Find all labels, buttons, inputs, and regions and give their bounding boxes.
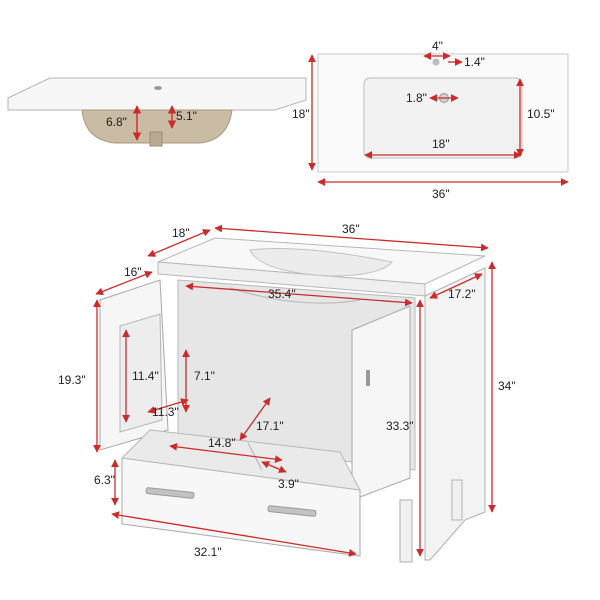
drawer-height-label: 6.3" — [94, 473, 115, 487]
shelf-depth-label: 11.3" — [152, 405, 179, 419]
bowl-depth-label: 5.1" — [176, 109, 197, 123]
faucet-small-label: 1.4" — [464, 55, 485, 69]
floor-depth-label: 17.1" — [256, 419, 284, 433]
sink-side-view: 6.8" 5.1" — [7, 77, 307, 147]
drawer-width-line — [111, 511, 357, 557]
faucet-hole-top — [432, 58, 440, 66]
side-depth-label: 17.2" — [448, 287, 476, 301]
drain-hole-label: 1.8" — [406, 91, 427, 105]
top-depth-label: 18" — [292, 107, 310, 121]
drawer-inner-width-line — [169, 443, 283, 463]
vanity-right-side — [424, 267, 486, 561]
top-depth-label-vanity: 18" — [172, 226, 190, 240]
shelf-depth-line — [147, 398, 189, 414]
drawer-handle-left — [145, 487, 195, 499]
drawer-inner-width-label: 14.8" — [208, 436, 236, 450]
cabinet-depth-line — [95, 270, 153, 296]
top-width-label: 36" — [342, 222, 360, 236]
sink-drain-stub — [149, 131, 163, 147]
door-height-label: 19.3" — [58, 373, 86, 387]
drawer-divider-line — [261, 461, 287, 473]
inner-height-label: 33.3" — [386, 419, 414, 433]
drawer-width-label: 32.1" — [194, 545, 222, 559]
sink-basin-underside — [81, 109, 233, 144]
vanity-right-door — [351, 305, 411, 501]
top-width-line — [214, 224, 489, 252]
drawer-divider-label: 3.9" — [278, 477, 299, 491]
side-depth-line — [429, 273, 483, 299]
faucet-hole — [154, 86, 162, 90]
vanity-drawing: 36" 18" 16" 35.4" 17.2" 19.3" 11.4" 7.1"… — [58, 222, 516, 563]
floor-depth-line — [239, 397, 271, 441]
cabinet-depth-label: 16" — [124, 265, 142, 279]
top-basin-depth-label: 10.5" — [527, 107, 555, 121]
vanity-leg-front-right — [399, 499, 413, 563]
shelf-gap-label: 7.1" — [194, 369, 215, 383]
sink-top-view: 4" 1.4" 1.8" 18" 10.5" 18" 36" — [292, 39, 569, 201]
top-basin-width-label: 18" — [432, 137, 450, 151]
basin-depth-label: 6.8" — [106, 115, 127, 129]
faucet-offset-label: 4" — [432, 39, 443, 53]
total-height-label: 34" — [498, 379, 516, 393]
shelf-height-label: 11.4" — [132, 369, 159, 383]
top-depth-line-vanity — [147, 229, 211, 257]
vanity-leg-back-right — [451, 479, 463, 521]
inner-width-label: 35.4" — [268, 287, 296, 301]
top-total-width-label: 36" — [432, 187, 450, 201]
inner-width-line — [185, 282, 413, 307]
sink-top-slab — [7, 77, 307, 111]
right-door-handle — [366, 370, 370, 386]
